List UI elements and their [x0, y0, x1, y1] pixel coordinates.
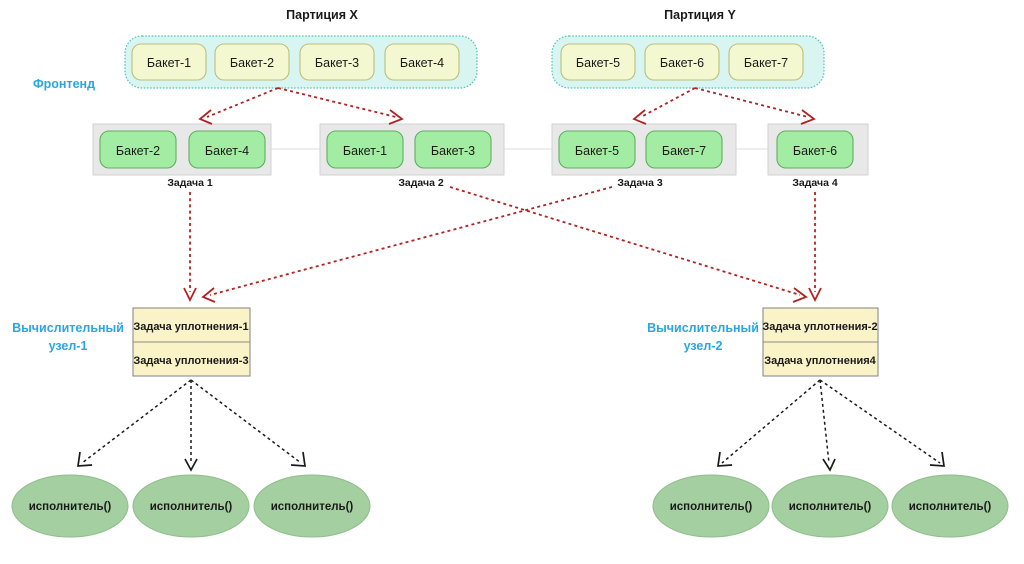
compute-node-2-task-2: Задача уплотнения4	[764, 355, 876, 367]
bucket-label: Бакет-3	[315, 56, 359, 70]
task-4-label: Задача 4	[792, 177, 838, 189]
partition-y-bucket-6[interactable]: Бакет-6	[644, 43, 720, 81]
task-1-bucket-2[interactable]: Бакет-2	[99, 130, 177, 169]
bucket-label: Бакет-1	[147, 56, 191, 70]
executor-label: исполнитель()	[789, 501, 872, 513]
bucket-label: Бакет-3	[431, 144, 475, 158]
bucket-label: Бакет-7	[662, 144, 706, 158]
compute-node-1-label-line1: Вычислительный	[12, 321, 124, 335]
partition-y-bucket-7[interactable]: Бакет-7	[728, 43, 804, 81]
bucket-label: Бакет-7	[744, 56, 788, 70]
task-2-bucket-3[interactable]: Бакет-3	[414, 130, 492, 169]
executor-right-1[interactable]: исполнитель()	[652, 474, 770, 538]
partition-x-title: Партиция X	[286, 8, 358, 22]
task-2-label: Задача 2	[398, 177, 444, 189]
compute-node-2-label-line1: Вычислительный	[647, 321, 759, 335]
task-3-bucket-5[interactable]: Бакет-5	[558, 130, 636, 169]
executor-label: исполнитель()	[909, 501, 992, 513]
partition-y-bucket-5[interactable]: Бакет-5	[560, 43, 636, 81]
partition-x-bucket-2[interactable]: Бакет-2	[214, 43, 290, 81]
bucket-label: Бакет-2	[116, 144, 160, 158]
executor-right-3[interactable]: исполнитель()	[891, 474, 1009, 538]
bucket-label: Бакет-4	[205, 144, 249, 158]
bucket-label: Бакет-5	[576, 56, 620, 70]
executor-label: исполнитель()	[670, 501, 753, 513]
compute-node-1-label-line2: узел-1	[49, 339, 88, 353]
executor-label: исполнитель()	[271, 501, 354, 513]
arrow-task-1-to-node-1	[183, 192, 197, 303]
compute-node-1-task-2: Задача уплотнения-3	[133, 355, 248, 367]
executor-left-2[interactable]: исполнитель()	[132, 474, 250, 538]
partition-y-title: Партиция Y	[664, 8, 736, 22]
arrow-task-3-to-node-1	[201, 186, 613, 303]
arrow-task-2-to-node-2	[449, 186, 808, 303]
bucket-label: Бакет-6	[793, 144, 837, 158]
arrow-partition-x-to-task-2	[277, 87, 404, 125]
compute-node-1-task-1: Задача уплотнения-1	[133, 321, 248, 333]
partition-x-bucket-4[interactable]: Бакет-4	[384, 43, 460, 81]
executor-label: исполнитель()	[150, 501, 233, 513]
bucket-label: Бакет-4	[400, 56, 444, 70]
partition-x-bucket-1[interactable]: Бакет-1	[131, 43, 207, 81]
bucket-label: Бакет-5	[575, 144, 619, 158]
arrow-node-2-to-executor-2	[819, 379, 836, 472]
task-1-label: Задача 1	[167, 177, 213, 189]
bucket-label: Бакет-1	[343, 144, 387, 158]
partition-x-bucket-3[interactable]: Бакет-3	[299, 43, 375, 81]
task-1-bucket-4[interactable]: Бакет-4	[188, 130, 266, 169]
executor-left-1[interactable]: исполнитель()	[11, 474, 129, 538]
task-2-bucket-1[interactable]: Бакет-1	[326, 130, 404, 169]
arrow-node-1-to-executor-1	[77, 379, 192, 467]
arrow-node-2-to-executor-1	[717, 379, 821, 467]
task-3-label: Задача 3	[617, 177, 663, 189]
task-3-bucket-7[interactable]: Бакет-7	[645, 130, 723, 169]
bucket-label: Бакет-2	[230, 56, 274, 70]
bucket-label: Бакет-6	[660, 56, 704, 70]
executor-label: исполнитель()	[29, 501, 112, 513]
arrow-node-1-to-executor-2	[184, 380, 198, 472]
executor-right-2[interactable]: исполнитель()	[771, 474, 889, 538]
frontend-label: Фронтенд	[33, 77, 95, 91]
task-4-bucket-6[interactable]: Бакет-6	[776, 130, 854, 169]
arrow-node-1-to-executor-3	[190, 379, 306, 467]
compute-node-2-label-line2: узел-2	[684, 339, 723, 353]
arrow-node-2-to-executor-3	[819, 379, 945, 467]
arrow-partition-x-to-task-1	[198, 87, 279, 125]
arrow-task-4-to-node-2	[808, 192, 822, 303]
arrow-partition-y-to-task-4	[694, 87, 816, 125]
compute-node-2-task-1: Задача уплотнения-2	[762, 321, 877, 333]
arrow-partition-y-to-task-3	[632, 87, 696, 125]
executor-left-3[interactable]: исполнитель()	[253, 474, 371, 538]
